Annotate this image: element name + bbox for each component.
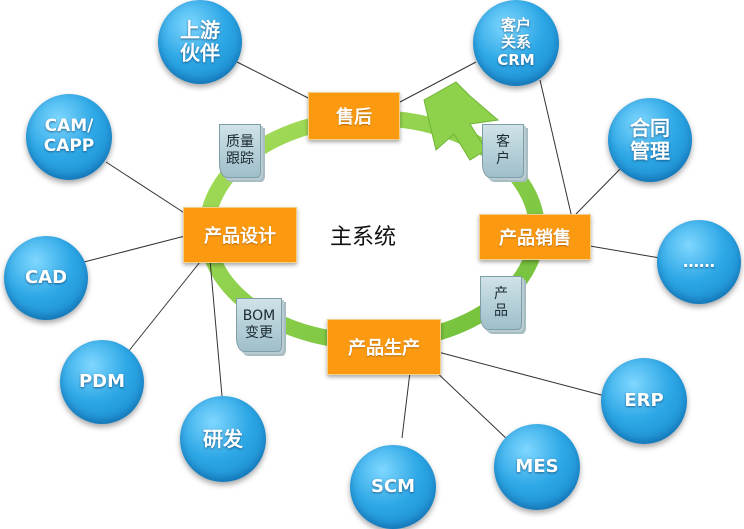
link-more [589,245,661,259]
node-crm[interactable]: 客户 关系 CRM [473,0,559,86]
link-camcapp [105,161,187,215]
process-production[interactable]: 产品生产 [327,319,441,375]
document-customer: 客 户 [482,124,524,178]
link-cad [83,235,186,263]
cycle-arrow-head [423,81,500,161]
link-contract [575,163,626,215]
process-design[interactable]: 产品设计 [183,207,297,263]
node-scm[interactable]: SCM [350,445,436,529]
link-erp [437,351,606,397]
node-rnd[interactable]: 研发 [180,396,266,482]
link-rnd [209,259,223,397]
link-upstream [236,61,321,105]
node-cad[interactable]: CAD [4,236,88,320]
link-crm-sales [539,79,573,219]
link-pdm [127,261,201,353]
node-contract-management[interactable]: 合同 管理 [608,98,692,182]
node-erp[interactable]: ERP [601,358,687,444]
node-pdm[interactable]: PDM [60,340,144,424]
document-bom-change: BOM 变更 [236,298,282,352]
center-title: 主系统 [330,225,397,250]
link-mes [431,367,509,441]
process-after-sales[interactable]: 售后 [308,92,400,140]
node-mes[interactable]: MES [494,424,580,510]
document-product: 产 品 [480,276,522,330]
node-more[interactable]: …… [657,220,741,304]
document-quality-tracking: 质量 跟踪 [219,124,261,178]
node-upstream-partner[interactable]: 上游 伙伴 [158,0,242,84]
link-crm [399,61,477,103]
link-scm [401,371,411,439]
node-cam-capp[interactable]: CAM/ CAPP [26,94,112,180]
process-sales[interactable]: 产品销售 [479,214,591,260]
